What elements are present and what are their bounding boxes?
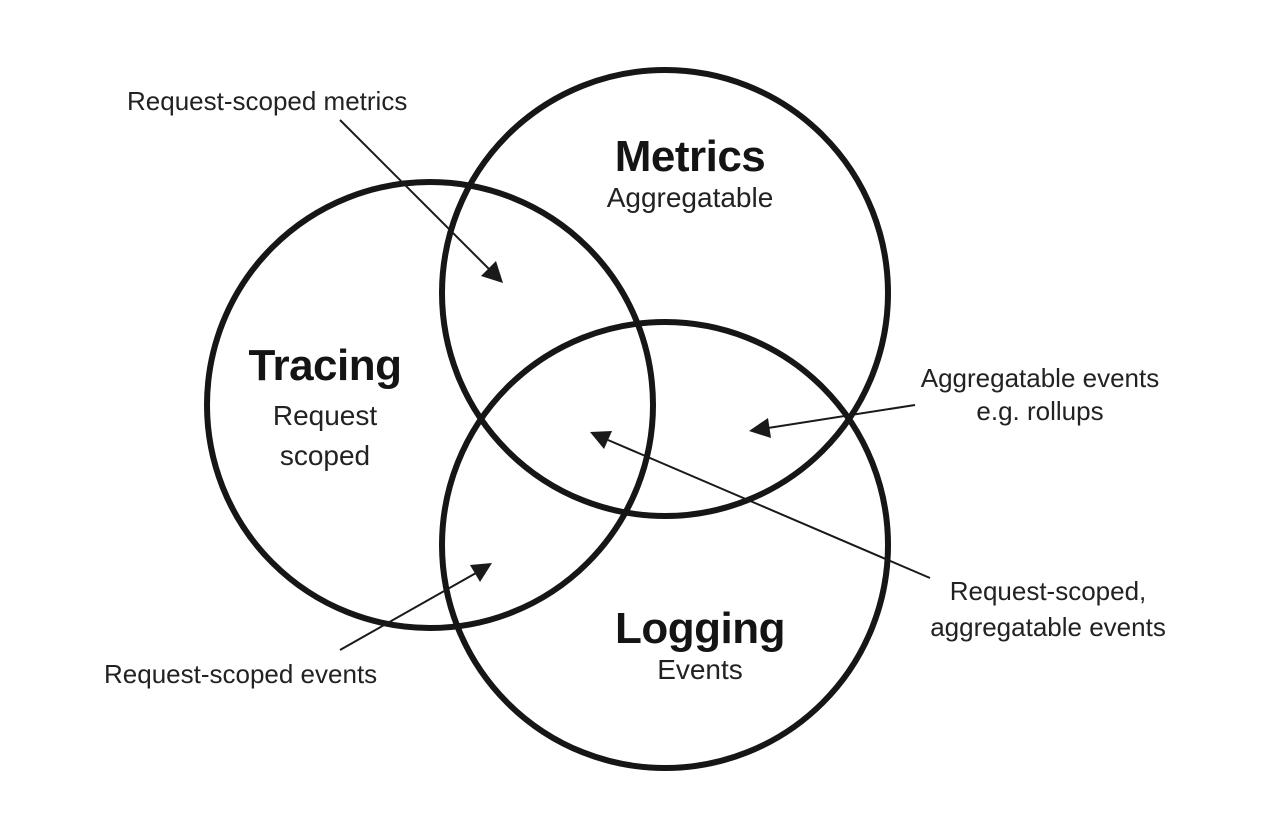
- tracing-subtitle-line-2: scoped: [280, 440, 370, 471]
- tracing-subtitle-line-1: Request: [273, 400, 378, 431]
- arrow-request-scoped-aggregatable: [590, 431, 931, 579]
- logging-subtitle: Events: [657, 654, 743, 685]
- callout-request-scoped-aggregatable-line-2: aggregatable events: [930, 612, 1166, 642]
- logging-label-group: Logging Events: [615, 604, 786, 685]
- callout-request-scoped-metrics: Request-scoped metrics: [127, 86, 407, 116]
- metrics-circle: [439, 67, 891, 519]
- callout-request-scoped-events: Request-scoped events: [104, 659, 377, 689]
- tracing-circle: [204, 179, 656, 631]
- tracing-label-group: Tracing Request scoped: [249, 341, 403, 471]
- metrics-label-group: Metrics Aggregatable: [607, 132, 774, 213]
- tracing-title: Tracing: [249, 341, 402, 390]
- callout-aggregatable-events-line-1: Aggregatable events: [921, 363, 1160, 393]
- arrow-request-scoped-events: [339, 563, 492, 651]
- callout-request-scoped-aggregatable-line-1: Request-scoped,: [950, 576, 1147, 606]
- arrow-aggregatable-events: [749, 404, 916, 438]
- metrics-subtitle: Aggregatable: [607, 182, 774, 213]
- arrow-request-scoped-metrics: [339, 119, 503, 283]
- metrics-title: Metrics: [615, 132, 766, 181]
- callout-aggregatable-events-line-2: e.g. rollups: [976, 396, 1103, 426]
- logging-title: Logging: [615, 604, 785, 653]
- logging-circle: [439, 319, 891, 771]
